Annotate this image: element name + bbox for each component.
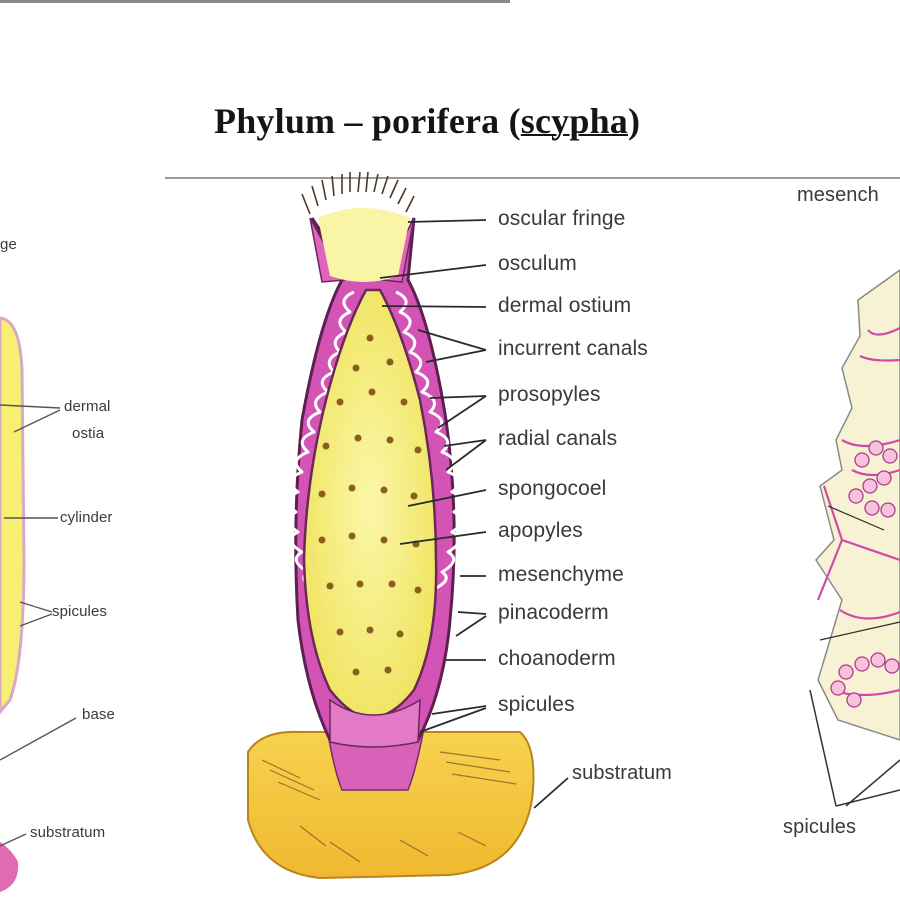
left-label-spicules: spicules xyxy=(52,603,107,620)
pore-dots xyxy=(318,334,422,676)
left-label-ostia: ostia xyxy=(72,425,105,442)
label-osculum: osculum xyxy=(498,252,577,275)
page-title: Phylum – porifera (scypha) xyxy=(214,100,640,142)
right-leader-lines xyxy=(809,689,900,807)
left-label-base: base xyxy=(82,706,115,723)
left-label-fringe: ge xyxy=(0,236,17,253)
label-radial-canals: radial canals xyxy=(498,427,618,450)
label-choanoderm: choanoderm xyxy=(498,647,616,670)
right-section-figure xyxy=(815,269,900,741)
label-pinacoderm: pinacoderm xyxy=(498,601,609,624)
label-oscular-fringe: oscular fringe xyxy=(498,207,626,230)
label-spicules: spicules xyxy=(498,693,575,716)
center-leader-lines xyxy=(379,219,569,809)
canal-folds xyxy=(287,290,355,606)
top-divider xyxy=(0,0,510,3)
scypha-figure xyxy=(247,171,535,880)
left-label-substratum: substratum xyxy=(30,824,106,841)
label-incurrent-canals: incurrent canals xyxy=(498,337,648,360)
label-spongocoel: spongocoel xyxy=(498,477,607,500)
label-mesenchyme: mesenchyme xyxy=(498,563,624,586)
osculum-opening xyxy=(318,208,410,282)
right-label-spicules: spicules xyxy=(783,816,857,838)
left-label-dermal: dermal xyxy=(64,398,111,415)
label-prosopyles: prosopyles xyxy=(498,383,601,406)
left-leader-lines xyxy=(0,404,77,847)
title-prefix: Phylum – porifera ( xyxy=(214,101,521,141)
left-sponge-figure xyxy=(0,316,26,892)
label-apopyles: apopyles xyxy=(498,519,583,542)
right-label-mesenchyme: mesench xyxy=(797,184,879,206)
title-highlight: scypha xyxy=(520,101,628,141)
oscular-fringe xyxy=(301,171,415,215)
title-divider xyxy=(165,177,900,179)
title-suffix: ) xyxy=(628,101,641,141)
label-dermal-ostium: dermal ostium xyxy=(498,294,632,317)
label-substratum: substratum xyxy=(572,762,672,784)
left-label-cylinder: cylinder xyxy=(60,509,113,526)
